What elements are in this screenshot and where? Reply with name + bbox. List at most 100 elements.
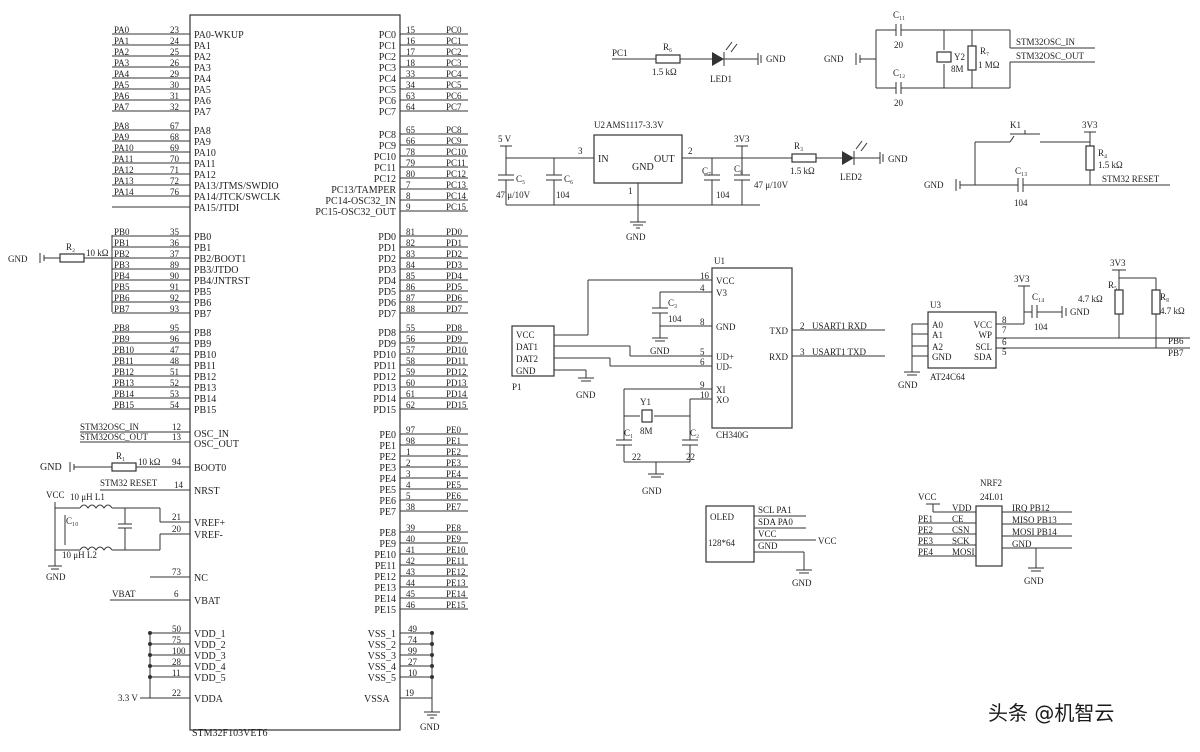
mcu-right-num: 97 <box>406 425 416 435</box>
led1-net: PC1 <box>612 48 628 58</box>
mcu-right-num: 87 <box>406 293 416 303</box>
mcu-right-num: 88 <box>406 304 416 314</box>
eeprom-r8v: 4.7 kΩ <box>1160 306 1185 316</box>
mcu-right-pin: PD5 <box>378 287 396 298</box>
mcu-right-pin: PC6 <box>379 96 396 107</box>
vdd-pin: VDD_5 <box>194 673 226 684</box>
mcu-left-net: PA8 <box>114 121 130 131</box>
mcu-right-num: 84 <box>406 260 416 270</box>
vssa-pin: VSSA <box>364 694 390 705</box>
vref-p-pin: VREF+ <box>194 518 226 529</box>
vref-p-num: 21 <box>172 512 181 522</box>
watermark: 头条 @机智云 <box>988 701 1114 725</box>
mcu-right-net: PD10 <box>446 345 467 355</box>
mcu-left-pin: PB14 <box>194 394 216 405</box>
mcu-left-pin: PB5 <box>194 287 211 298</box>
rst-cv: 104 <box>1014 198 1028 208</box>
mcu-left-num: 91 <box>170 282 179 292</box>
mcu-right-net: PD11 <box>446 356 466 366</box>
reset-circuit: K1 GND C₁₃ 104 3V3 R₄ 1.5 kΩ STM32 RESET <box>924 120 1170 208</box>
ch340-c2: C₂ <box>690 428 699 438</box>
mcu-left-net: PA10 <box>114 143 134 153</box>
nrf-left-net: PE3 <box>918 536 934 546</box>
eeprom-right-num: 6 <box>1002 337 1007 347</box>
reg-in-pin: IN <box>598 154 609 165</box>
mcu-right-net: PE5 <box>446 480 462 490</box>
vss-pin: VSS_1 <box>368 629 396 640</box>
mcu-left-pin: PB11 <box>194 361 216 372</box>
mcu-left-net: PB14 <box>114 389 135 399</box>
ch340-left-pin: XI <box>716 385 726 395</box>
mcu-right-pin: PD7 <box>378 309 396 320</box>
mcu-left-net: PA14 <box>114 187 134 197</box>
ch340-left-num: 8 <box>700 317 705 327</box>
mcu-left-num: 31 <box>170 91 179 101</box>
led1-res-value: 1.5 kΩ <box>652 67 677 77</box>
vdd-num: 11 <box>172 668 181 678</box>
eeprom-gnd: GND <box>898 380 918 390</box>
mcu-right-num: 57 <box>406 345 416 355</box>
vss-pin: VSS_3 <box>368 651 396 662</box>
eeprom-right-num: 7 <box>1002 325 1007 335</box>
vdd-pin: VDD_3 <box>194 651 226 662</box>
mcu-nc-vbat: 73 NC VBAT 6 VBAT <box>110 567 220 607</box>
usb-name: P1 <box>512 382 522 392</box>
reg-vout: 3V3 <box>734 134 750 144</box>
vbat-num: 6 <box>174 589 179 599</box>
reg-c7: C₇ <box>702 166 711 176</box>
vss-num: 74 <box>408 635 418 645</box>
mcu-right-pin: PE8 <box>379 528 396 539</box>
vdd-num: 100 <box>172 646 186 656</box>
vbat-net: VBAT <box>112 589 136 599</box>
eeprom-name: AT24C64 <box>930 372 966 382</box>
eeprom-right-num: 8 <box>1002 315 1007 325</box>
mcu-right-num: 41 <box>406 545 415 555</box>
eeprom-left-pin: A2 <box>932 342 943 352</box>
nrf-right-pin: GND <box>1012 539 1032 549</box>
ch340-gnd-bottom: GND <box>642 486 662 496</box>
eeprom-u: U3 <box>930 300 941 310</box>
mcu-right-pin: PE9 <box>379 539 396 550</box>
mcu-left-net: PB10 <box>114 345 135 355</box>
mcu-right-pin: PE11 <box>375 561 396 572</box>
oled-pin-3: GND <box>758 541 778 551</box>
nrf-left-pin: VDD <box>952 503 972 513</box>
crystal-circuit: GND C₁₁ 20 C₁₂ 20 Y2 8M R₇ 1 MΩ STM32OSC… <box>824 10 1095 108</box>
nrf-left-net: PE4 <box>918 547 934 557</box>
mcu-right-num: 83 <box>406 249 416 259</box>
mcu-left-net: PB13 <box>114 378 135 388</box>
mcu-left-net: PA3 <box>114 58 130 68</box>
mcu-right-net: PE0 <box>446 425 462 435</box>
mcu-reset: STM32 RESET 14 NRST <box>100 478 220 497</box>
ch340-left-num: 4 <box>700 283 705 293</box>
xtal-net-in: STM32OSC_IN <box>1016 37 1076 47</box>
oled-vcc: VCC <box>818 536 837 546</box>
mcu-left-num: 71 <box>170 165 179 175</box>
mcu-left-net: PA13 <box>114 176 134 186</box>
nrf-left-pin: CE <box>952 514 964 524</box>
rst-c: C₁₃ <box>1015 166 1027 176</box>
mcu-right-net: PD15 <box>446 400 467 410</box>
mcu-right-pin: PD8 <box>378 328 396 339</box>
mcu-left-net: PA11 <box>114 154 133 164</box>
reg-c7v: 104 <box>716 190 730 200</box>
rst-gnd: GND <box>924 180 944 190</box>
oled-pin-1: SDA PA0 <box>758 517 793 527</box>
mcu-left-pin: PB7 <box>194 309 211 320</box>
vss-num: 99 <box>408 646 418 656</box>
mcu-left-num: 36 <box>170 238 180 248</box>
mcu-boot0: GND R₁ 10 kΩ 94 BOOT0 <box>40 451 226 474</box>
mcu-right-num: 55 <box>406 323 416 333</box>
mcu-right-pin: PD4 <box>378 276 396 287</box>
nrf-right-pin: IRQ PB12 <box>1012 503 1050 513</box>
mcu-right-pin: PE15 <box>374 605 396 616</box>
mcu-right-pin: PE14 <box>374 594 396 605</box>
mcu-left-pin: PA7 <box>194 107 211 118</box>
vss-gnd: GND <box>420 722 440 732</box>
mcu-right-net: PD6 <box>446 293 463 303</box>
usb-gnd: GND <box>576 390 596 400</box>
mcu-right-pin: PE2 <box>379 452 396 463</box>
